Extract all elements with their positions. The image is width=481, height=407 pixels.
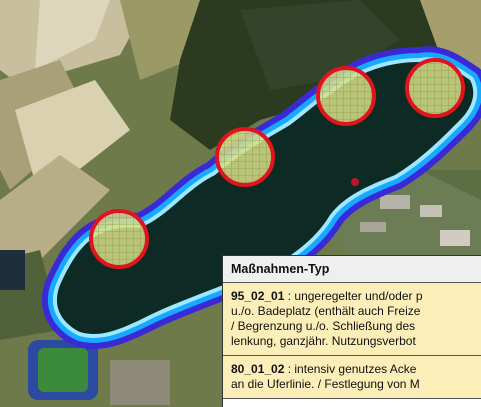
legend-code: 95_02_01 (231, 289, 285, 303)
legend-panel: Maßnahmen-Typ 95_02_01 : ungeregelter un… (222, 255, 481, 407)
legend-text: / Begrenzung u./o. Schließung des (231, 319, 416, 333)
measure-circle[interactable] (316, 66, 376, 126)
legend-code: 80_01_02 (231, 362, 285, 376)
legend-entry-95-02-01: 95_02_01 : ungeregelter und/oder p u./o.… (223, 283, 481, 356)
measure-circle[interactable] (215, 127, 275, 187)
legend-text: lenkung, ganzjähr. Nutzungsverbot (231, 334, 416, 348)
legend-entry-80-01-02: 80_01_02 : intensiv genutzes Acke an die… (223, 356, 481, 399)
point-marker (351, 178, 359, 186)
legend-text: : ungeregelter und/oder p (284, 289, 423, 303)
measure-circle[interactable] (89, 209, 149, 269)
legend-text: an die Uferlinie. / Festlegung von M (231, 377, 420, 391)
measure-circles (89, 58, 465, 269)
measure-circle[interactable] (405, 58, 465, 118)
legend-title: Maßnahmen-Typ (223, 256, 481, 283)
legend-text: : intensiv genutzes Acke (284, 362, 417, 376)
legend-text: u./o. Badeplatz (enthält auch Freize (231, 304, 421, 318)
lake (56, 61, 474, 335)
